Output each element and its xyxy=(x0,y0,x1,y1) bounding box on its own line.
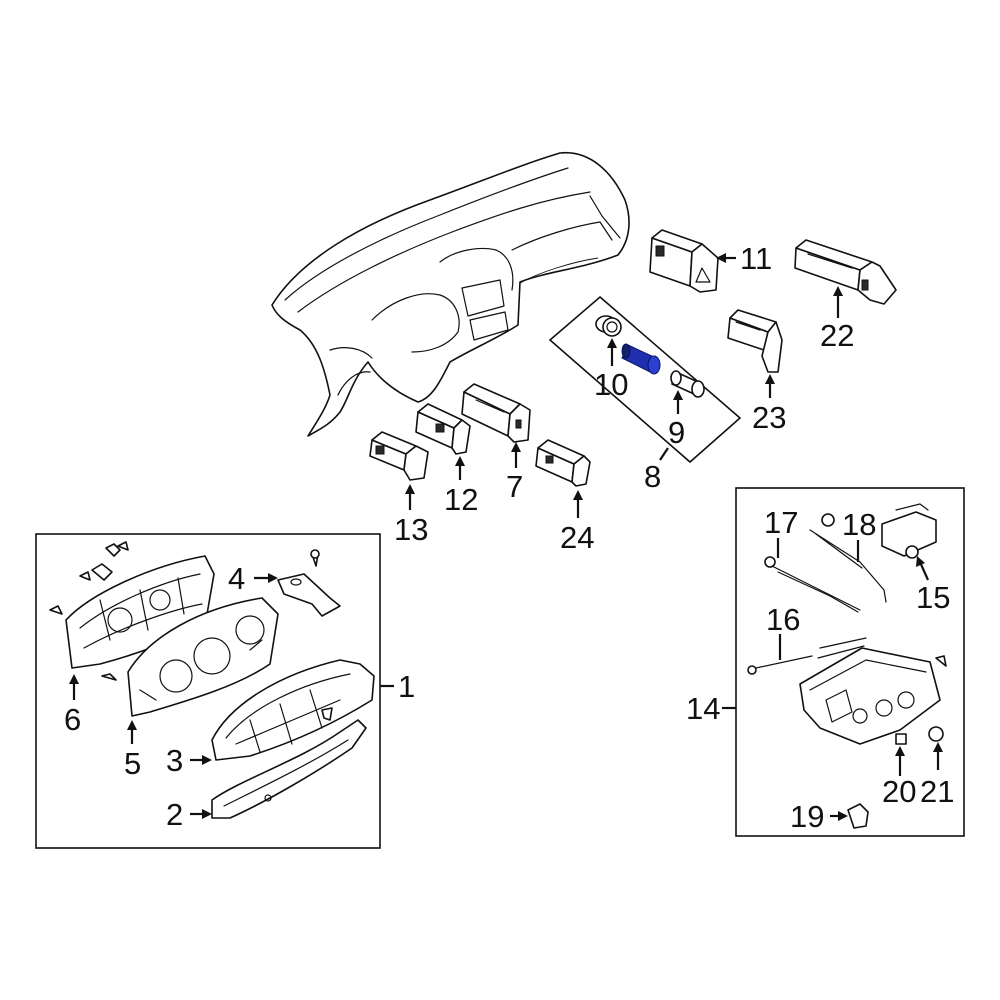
group-8-box xyxy=(548,295,742,464)
part-19-knob xyxy=(847,803,869,829)
part-21-knob xyxy=(928,726,944,742)
callout-labels: 1 2 3 4 5 6 7 8 9 10 11 12 13 14 15 16 1… xyxy=(64,241,954,834)
part-6-cluster-back xyxy=(65,555,215,669)
part-9-lighter xyxy=(670,370,705,398)
leader-arrows xyxy=(69,253,943,821)
part-14-control-housing xyxy=(799,647,947,745)
part-5-circuit-board xyxy=(127,597,279,717)
callout-13: 13 xyxy=(394,512,428,547)
callout-3: 3 xyxy=(166,743,183,778)
part-2-lens xyxy=(211,719,367,819)
callout-8: 8 xyxy=(644,459,661,494)
part-15-blower-switch xyxy=(881,503,937,559)
callout-7: 7 xyxy=(506,469,523,504)
callout-11: 11 xyxy=(740,241,772,276)
callout-5: 5 xyxy=(124,746,141,781)
callout-23: 23 xyxy=(752,400,786,435)
group-1-box xyxy=(35,533,381,849)
callout-20: 20 xyxy=(882,774,916,809)
part-10-ring xyxy=(595,315,622,337)
part-23-switch xyxy=(727,309,783,373)
callout-17: 17 xyxy=(764,505,798,540)
part-18-cable xyxy=(809,513,887,603)
callout-14: 14 xyxy=(686,691,720,726)
fasteners xyxy=(49,541,320,681)
callout-18: 18 xyxy=(842,507,876,542)
callout-2: 2 xyxy=(166,797,183,832)
part-12-switch xyxy=(415,403,471,455)
group-14-box xyxy=(735,487,965,837)
callout-1: 1 xyxy=(398,669,415,704)
callout-24: 24 xyxy=(560,520,594,555)
part-7-switch xyxy=(461,383,531,443)
part-24-switch xyxy=(535,439,591,487)
callout-16: 16 xyxy=(766,602,800,637)
part-3-cluster-face xyxy=(211,659,375,761)
part-13-switch xyxy=(369,431,429,481)
callout-21: 21 xyxy=(920,774,954,809)
callout-10: 10 xyxy=(594,367,628,402)
callout-15: 15 xyxy=(916,580,950,615)
highlighted-lighter-socket xyxy=(621,343,661,375)
part-17-cable xyxy=(764,556,861,613)
part-20-knob xyxy=(895,733,907,745)
dashboard-outline xyxy=(271,152,630,437)
callout-19: 19 xyxy=(790,799,824,834)
callout-4: 4 xyxy=(228,561,245,596)
callout-12: 12 xyxy=(444,482,478,517)
part-4-bracket xyxy=(277,573,341,617)
callout-9: 9 xyxy=(668,415,685,450)
callout-22: 22 xyxy=(820,318,854,353)
part-11-hazard-switch xyxy=(649,229,719,293)
part-16-rod xyxy=(747,637,867,675)
callout-6: 6 xyxy=(64,702,81,737)
part-22-switch xyxy=(794,239,897,305)
